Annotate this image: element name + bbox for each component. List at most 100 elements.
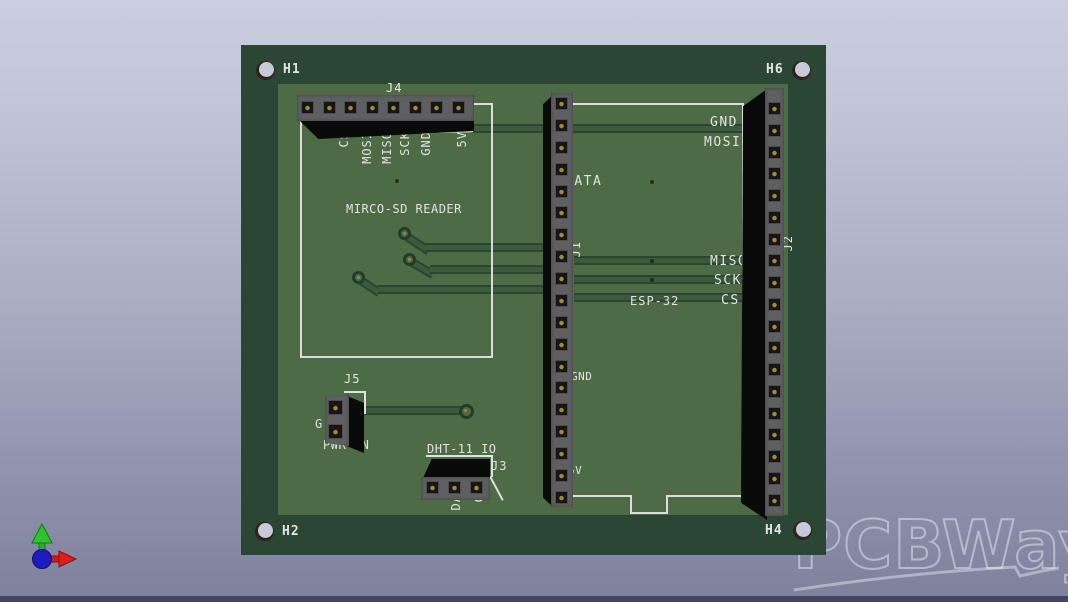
j5-outline-line: [364, 391, 366, 414]
connector-pin: [768, 319, 781, 333]
connector-pin: [768, 363, 781, 377]
connector-pin: [322, 101, 336, 114]
connector-pin: [555, 468, 568, 482]
connector-pin: [768, 232, 781, 246]
board-dot: [650, 180, 654, 184]
copper-trace: [574, 275, 770, 284]
connector-pin: [555, 425, 568, 439]
j5-outline-line: [344, 391, 366, 393]
connector-pin: [387, 101, 401, 114]
j3-outline-line: [426, 455, 493, 457]
connector-pin: [768, 167, 781, 181]
mounting-hole-h2: [255, 522, 274, 541]
hole-bore: [796, 522, 811, 537]
connector-pin: [555, 206, 568, 220]
connector-pin: [768, 428, 781, 442]
connector-pin: [430, 101, 444, 114]
j2-label-gnd: GND: [710, 115, 738, 130]
connector-pin: [448, 481, 461, 494]
connector-pin: [301, 101, 314, 114]
esp32-title: ESP-32: [630, 294, 680, 308]
hole-bore: [259, 62, 274, 77]
j3-outline-line: [491, 455, 493, 477]
via: [459, 404, 474, 419]
connector-pin: [555, 490, 568, 504]
j5-designator: J5: [344, 372, 361, 386]
connector-pin: [768, 406, 781, 420]
hole-label-h6: H6: [766, 62, 784, 77]
connector-j3-side: [423, 459, 490, 478]
connector-pin: [768, 341, 781, 355]
hole-bore: [258, 523, 273, 538]
connector-j3-pins: [426, 481, 483, 494]
j4-pin-label-miso: MISO: [380, 131, 394, 164]
via: [403, 253, 416, 266]
connector-pin: [768, 123, 781, 137]
mounting-hole-h1: [256, 61, 275, 80]
via: [352, 271, 365, 284]
connector-j1-side: [543, 96, 552, 506]
connector-pin: [555, 140, 568, 154]
j3-designator: J3: [491, 459, 508, 473]
hole-label-h4: H4: [765, 523, 783, 538]
hole-label-h2: H2: [282, 524, 300, 539]
board-dot: [650, 278, 654, 282]
connector-j5-side: [347, 396, 364, 453]
hole-label-h1: H1: [283, 62, 301, 77]
connector-pin: [365, 101, 379, 114]
connector-pin: [328, 424, 343, 439]
connector-pin: [768, 297, 781, 311]
connector-pin: [768, 254, 781, 268]
copper-trace: [356, 406, 466, 415]
connector-pin: [555, 315, 568, 329]
x-axis-arrow: [47, 550, 78, 568]
connector-pin: [768, 472, 781, 486]
connector-pin: [470, 481, 483, 494]
connector-pin: [344, 101, 358, 114]
esp32-outline-notch: [630, 495, 668, 514]
j1-label-data: DATA: [565, 174, 603, 189]
board-dot: [395, 179, 399, 183]
connector-pin: [555, 293, 568, 307]
copper-trace: [378, 285, 548, 294]
j4-designator: J4: [386, 81, 403, 95]
connector-pin: [555, 447, 568, 460]
connector-pin: [408, 101, 422, 114]
j2-label-cs: CS: [721, 293, 740, 308]
copper-trace: [574, 293, 770, 302]
j2-label-mosi: MOSI: [704, 135, 742, 150]
viewport-bottom-edge: [0, 596, 1068, 602]
connector-pin: [768, 450, 781, 464]
sd-reader-title: MIRCO-SD READER: [346, 202, 462, 216]
connector-pin: [555, 403, 568, 417]
hole-bore: [795, 62, 810, 77]
j1-label-gnd: GND: [571, 370, 593, 383]
connector-pin: [426, 481, 439, 494]
copper-trace: [426, 243, 548, 252]
axis-gizmo: [31, 522, 78, 569]
mounting-hole-h4: [793, 521, 812, 540]
via: [398, 227, 411, 240]
connector-pin: [555, 337, 568, 351]
mounting-hole-h6: [792, 61, 811, 80]
copper-trace: [430, 265, 548, 274]
connector-pin: [768, 384, 781, 398]
connector-pin: [328, 400, 343, 415]
connector-pin: [768, 210, 781, 224]
j4-pin-label-gnd: GND: [419, 131, 433, 156]
j5-label-g: G: [315, 417, 324, 431]
connector-pin: [555, 272, 568, 285]
connector-j1-pins: [555, 97, 568, 504]
connector-pin: [768, 493, 781, 507]
dht11-title: DHT-11 IO: [427, 442, 497, 456]
connector-pin: [555, 184, 568, 198]
j2-label-miso: MISO: [710, 254, 748, 269]
copper-trace: [574, 256, 770, 265]
pcbway-watermark: PCBWay: [792, 506, 1068, 584]
board-dot: [650, 259, 654, 263]
j4-pin-label-5v: 5V: [455, 131, 469, 148]
copper-trace: [471, 124, 770, 133]
connector-pin: [555, 359, 568, 373]
connector-pin: [768, 276, 781, 290]
